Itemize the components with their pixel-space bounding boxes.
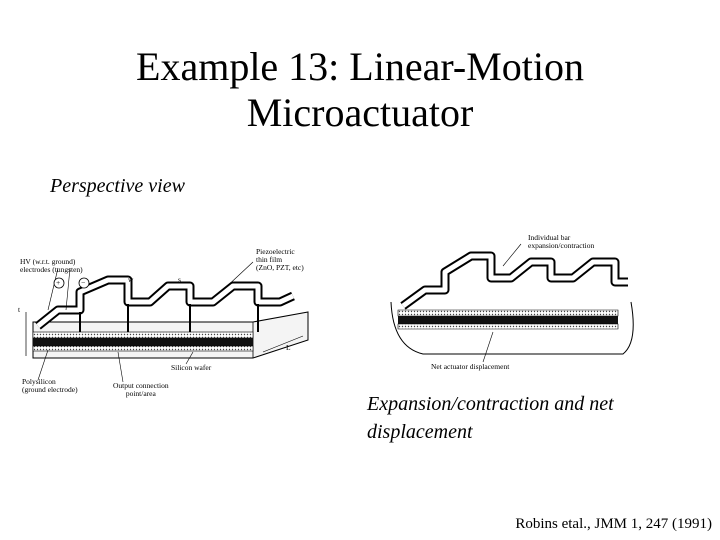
slide-title: Example 13: Linear-Motion Microactuator bbox=[0, 44, 720, 136]
label-hv-electrodes: HV (w.r.t. ground) electrodes (tungsten) bbox=[20, 257, 83, 274]
label-output-connection: Output connection point/area bbox=[113, 381, 169, 398]
label-piezo-film: Piezoelectric thin film (ZnO, PZT, etc) bbox=[256, 247, 304, 272]
label-L: L bbox=[286, 343, 291, 352]
citation: Robins etal., JMM 1, 247 (1991) bbox=[515, 516, 712, 532]
label-w: w bbox=[128, 275, 134, 284]
label-individual-bar: Individual bar expansion/contraction bbox=[528, 233, 595, 250]
label-minus: − bbox=[81, 278, 86, 287]
expansion-contraction-figure: Individual bar expansion/contraction Net… bbox=[383, 232, 643, 372]
label-s: s bbox=[178, 275, 181, 284]
title-line-1: Example 13: Linear-Motion bbox=[136, 44, 584, 89]
label-polysilicon: Polysilicon (ground electrode) bbox=[22, 377, 78, 394]
title-line-2: Microactuator bbox=[246, 90, 474, 135]
label-t: t bbox=[18, 305, 21, 314]
figure-caption: Expansion/contraction and net displaceme… bbox=[367, 393, 614, 443]
perspective-view-figure: HV (w.r.t. ground) electrodes (tungsten)… bbox=[18, 240, 318, 405]
label-plus: + bbox=[56, 278, 61, 287]
displacement-drawing bbox=[390, 243, 634, 363]
label-silicon-wafer: Silicon wafer bbox=[171, 363, 212, 372]
subtitle-perspective-view: Perspective view bbox=[50, 175, 185, 197]
label-net-displacement: Net actuator displacement bbox=[431, 362, 510, 371]
actuator-drawing bbox=[25, 261, 309, 383]
